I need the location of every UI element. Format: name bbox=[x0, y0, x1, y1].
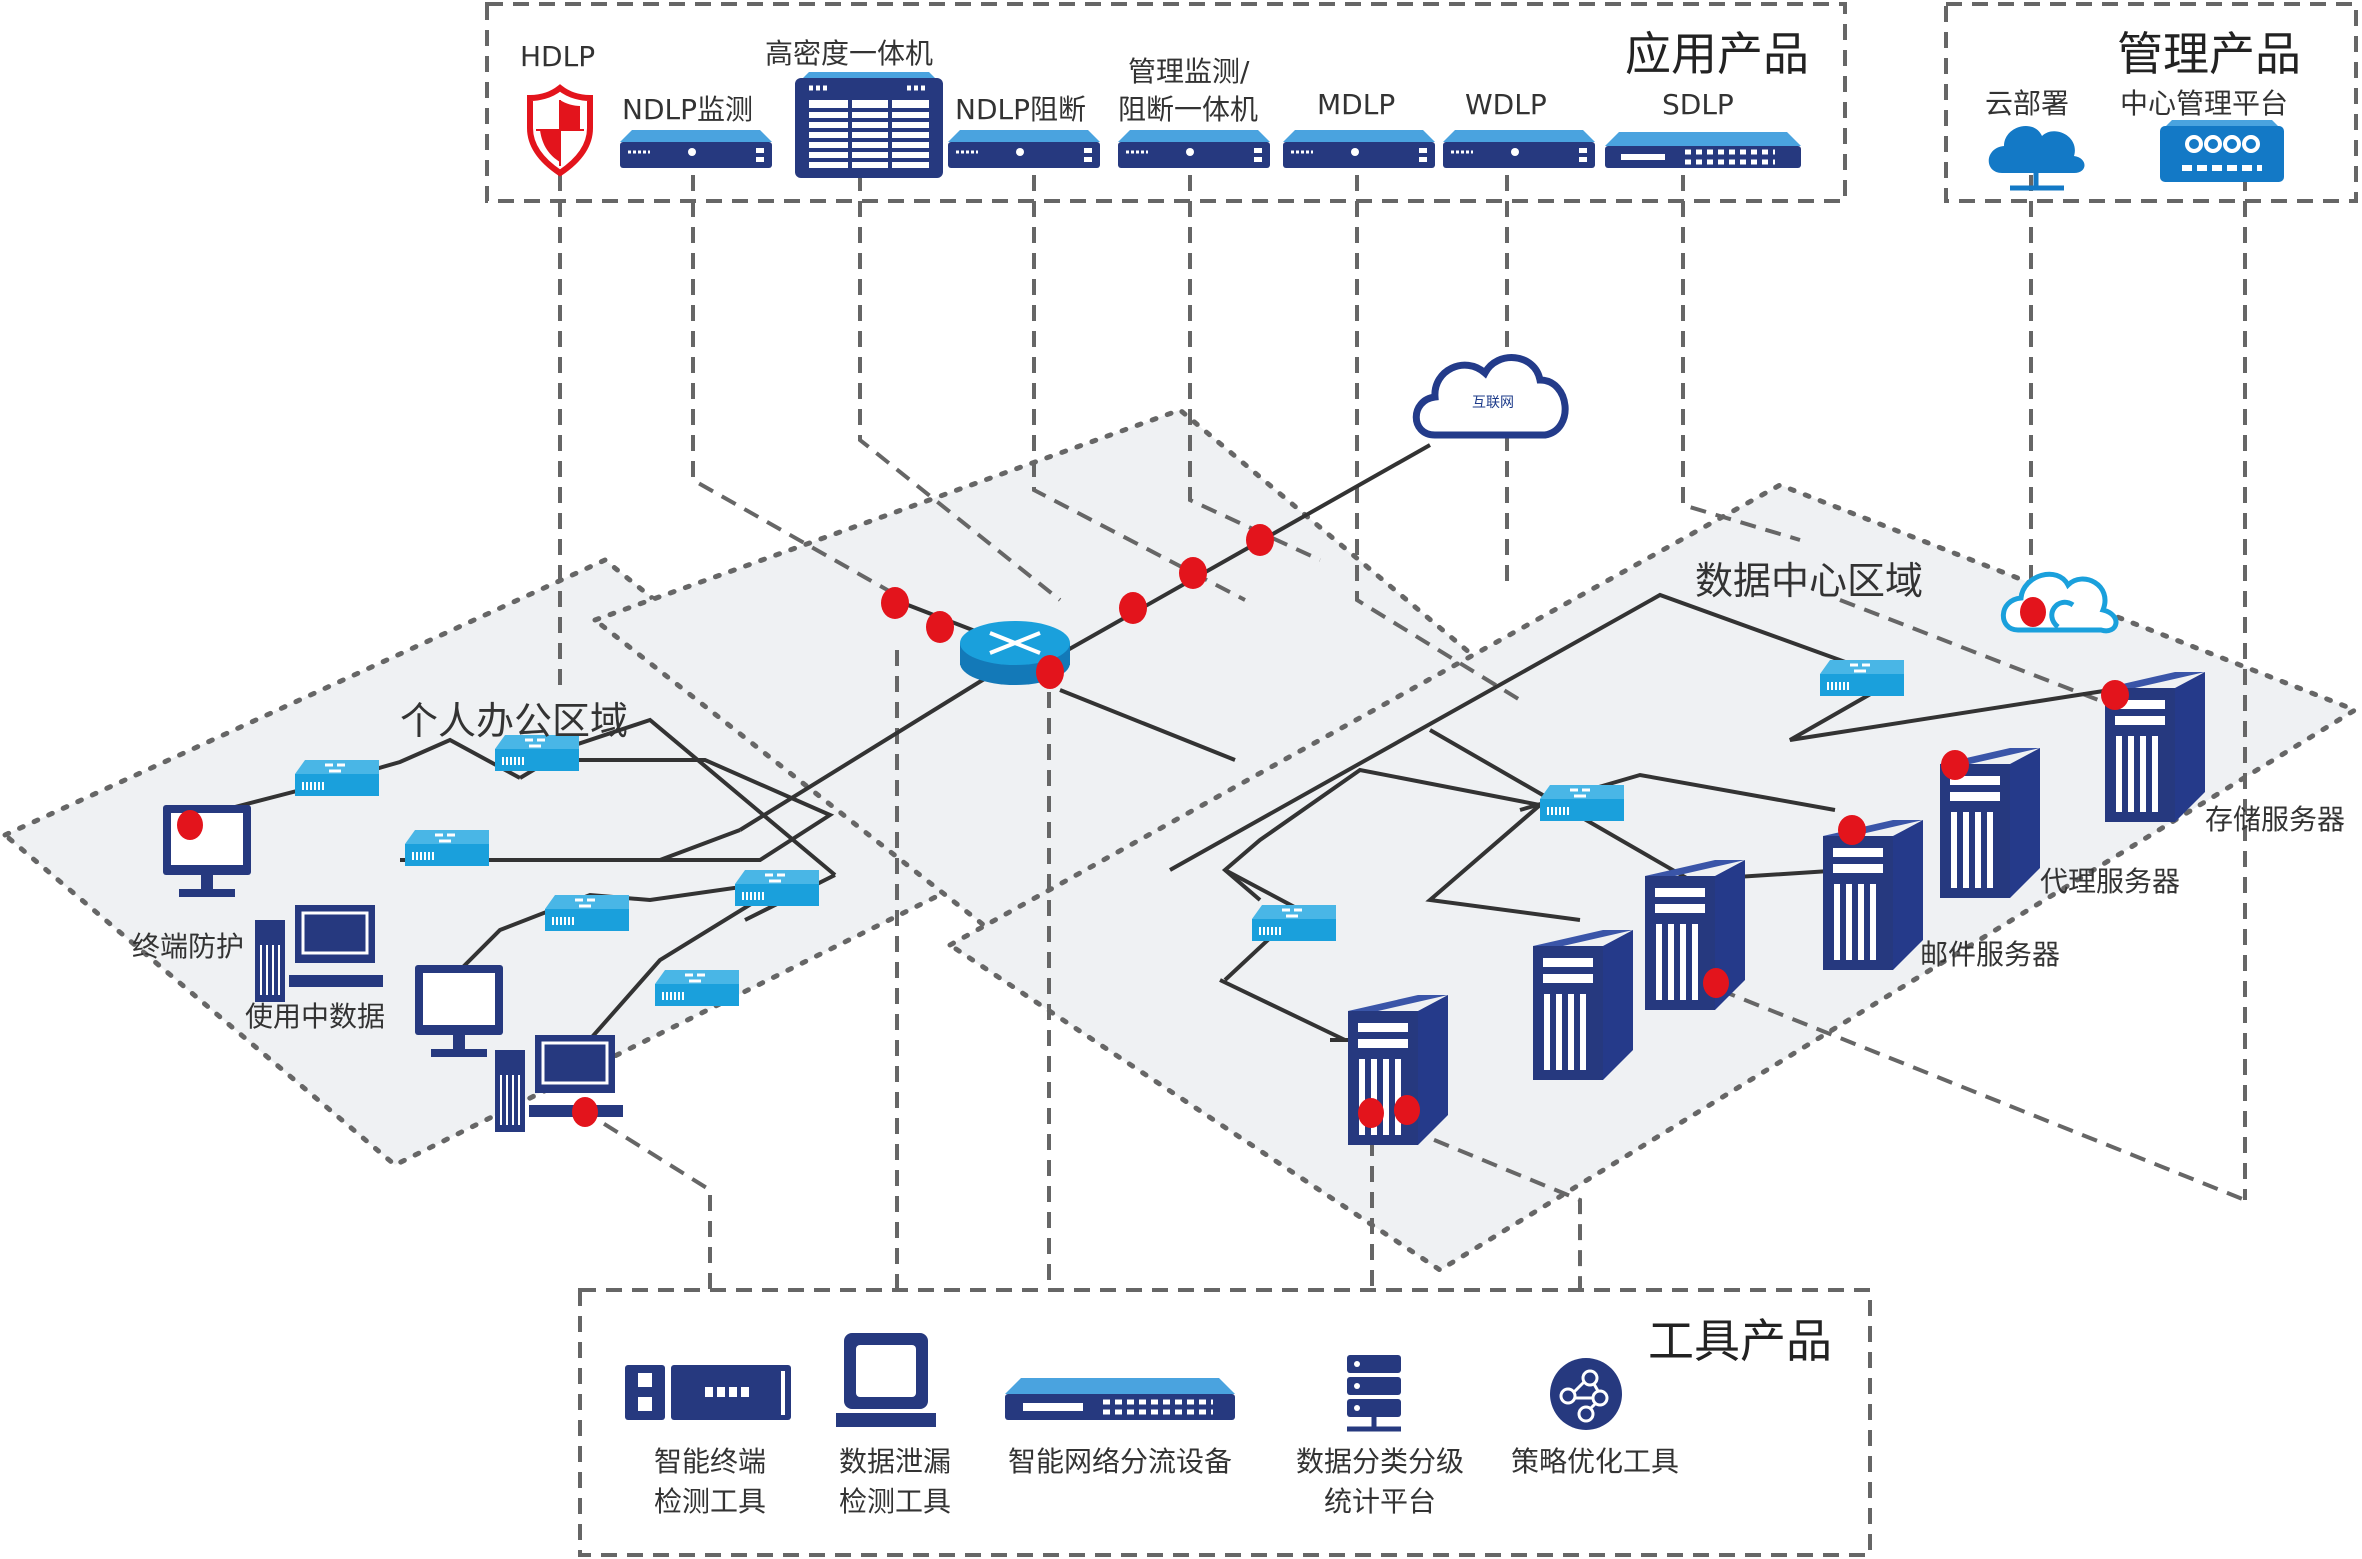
monitoring-point bbox=[2101, 680, 2129, 710]
tool-label-policy-optimization: 策略优化工具 bbox=[1510, 1445, 1679, 1478]
server-stack-icon bbox=[1347, 1355, 1401, 1432]
product-label-sdlp: SDLP bbox=[1662, 88, 1734, 121]
appliance-icon bbox=[1281, 128, 1437, 170]
monitor-icon bbox=[415, 965, 503, 1057]
monitoring-point bbox=[1246, 524, 1274, 556]
tool-label-leak-line2: 检测工具 bbox=[838, 1485, 951, 1518]
management-product-icons bbox=[1988, 120, 2284, 191]
dashed-connectors bbox=[558, 175, 2247, 1290]
monitoring-point bbox=[881, 587, 909, 619]
monitoring-point bbox=[1703, 968, 1729, 998]
monitoring-point bbox=[926, 611, 954, 643]
datacenter-zone-title: 数据中心区域 bbox=[1695, 559, 1924, 603]
mail-server-icon bbox=[1823, 820, 1923, 970]
tool-label-traffic-splitter: 智能网络分流设备 bbox=[1007, 1445, 1232, 1478]
monitoring-point bbox=[1838, 815, 1866, 845]
endpoint-protection-label: 终端防护 bbox=[132, 930, 245, 963]
monitoring-point bbox=[1358, 1098, 1384, 1128]
product-label-ndlp-monitor: NDLP监测 bbox=[622, 93, 753, 126]
appliance-icon bbox=[1441, 128, 1597, 170]
tool-label-leak-line1: 数据泄漏 bbox=[838, 1445, 951, 1478]
management-appliance-icon bbox=[2160, 120, 2284, 182]
product-label-wdlp: WDLP bbox=[1465, 88, 1547, 121]
tool-products-box bbox=[578, 1288, 1872, 1557]
server-icon bbox=[1533, 930, 1633, 1080]
monitoring-point bbox=[1394, 1095, 1420, 1125]
appliance-icon bbox=[1116, 128, 1272, 170]
monitoring-point bbox=[1941, 750, 1969, 780]
monitoring-point bbox=[1036, 655, 1064, 689]
product-label-hdlp: HDLP bbox=[520, 40, 596, 73]
monitoring-point bbox=[572, 1097, 598, 1127]
tool-label-classification-line2: 统计平台 bbox=[1323, 1485, 1436, 1518]
product-label-central-mgmt: 中心管理平台 bbox=[2120, 87, 2289, 120]
monitoring-point bbox=[2020, 597, 2046, 627]
data-in-use-label: 使用中数据 bbox=[245, 1000, 386, 1033]
tool-product-icons bbox=[625, 1333, 1622, 1432]
product-label-cloud-deploy: 云部署 bbox=[1985, 87, 2070, 120]
storage-server-label: 存储服务器 bbox=[2205, 803, 2346, 836]
server-icon bbox=[1645, 860, 1745, 1010]
application-products-box bbox=[485, 2, 1847, 203]
desktop-pc-icon bbox=[255, 905, 383, 1002]
tool-label-endpoint-line1: 智能终端 bbox=[653, 1445, 766, 1478]
management-products-title: 管理产品 bbox=[2117, 27, 2301, 81]
monitoring-point bbox=[1119, 592, 1147, 624]
monitoring-points bbox=[177, 524, 2129, 1128]
laptop-icon bbox=[836, 1333, 936, 1427]
product-label-mgmt-line1: 管理监测/ bbox=[1128, 55, 1250, 88]
shield-icon bbox=[527, 84, 593, 177]
monitoring-point bbox=[177, 810, 203, 840]
application-products-title: 应用产品 bbox=[1625, 27, 1809, 81]
mail-server-label: 邮件服务器 bbox=[1920, 938, 2061, 971]
endpoint-appliance-icon bbox=[625, 1365, 791, 1420]
rack-switch-icon bbox=[1605, 132, 1801, 168]
appliance-icon bbox=[618, 128, 774, 170]
tool-label-classification-line1: 数据分类分级 bbox=[1295, 1445, 1464, 1478]
tool-products-title: 工具产品 bbox=[1648, 1314, 1832, 1368]
product-label-mgmt-line2: 阻断一体机 bbox=[1118, 93, 1259, 126]
cloud-icon bbox=[1412, 354, 1569, 439]
chassis-icon bbox=[795, 72, 943, 178]
internet-cloud bbox=[1412, 354, 1569, 439]
product-label-high-density: 高密度一体机 bbox=[765, 37, 934, 70]
appliance-icon bbox=[946, 128, 1102, 170]
network-nodes-icon bbox=[1550, 1358, 1622, 1430]
tool-label-endpoint-line2: 检测工具 bbox=[653, 1485, 766, 1518]
office-zone-title: 个人办公区域 bbox=[400, 699, 629, 743]
monitoring-point bbox=[1179, 557, 1207, 589]
application-product-icons bbox=[527, 72, 1801, 178]
product-label-ndlp-block: NDLP阻断 bbox=[955, 93, 1086, 126]
proxy-server-label: 代理服务器 bbox=[2040, 865, 2181, 898]
router-arrows-icon bbox=[989, 631, 1041, 655]
internet-label: 互联网 bbox=[1472, 395, 1514, 411]
cloud-network-icon bbox=[1988, 125, 2085, 191]
product-label-mdlp: MDLP bbox=[1317, 88, 1396, 121]
management-products-box bbox=[1944, 2, 2358, 203]
rack-switch-icon bbox=[1005, 1378, 1235, 1420]
desktop-pc-icon bbox=[495, 1035, 623, 1132]
